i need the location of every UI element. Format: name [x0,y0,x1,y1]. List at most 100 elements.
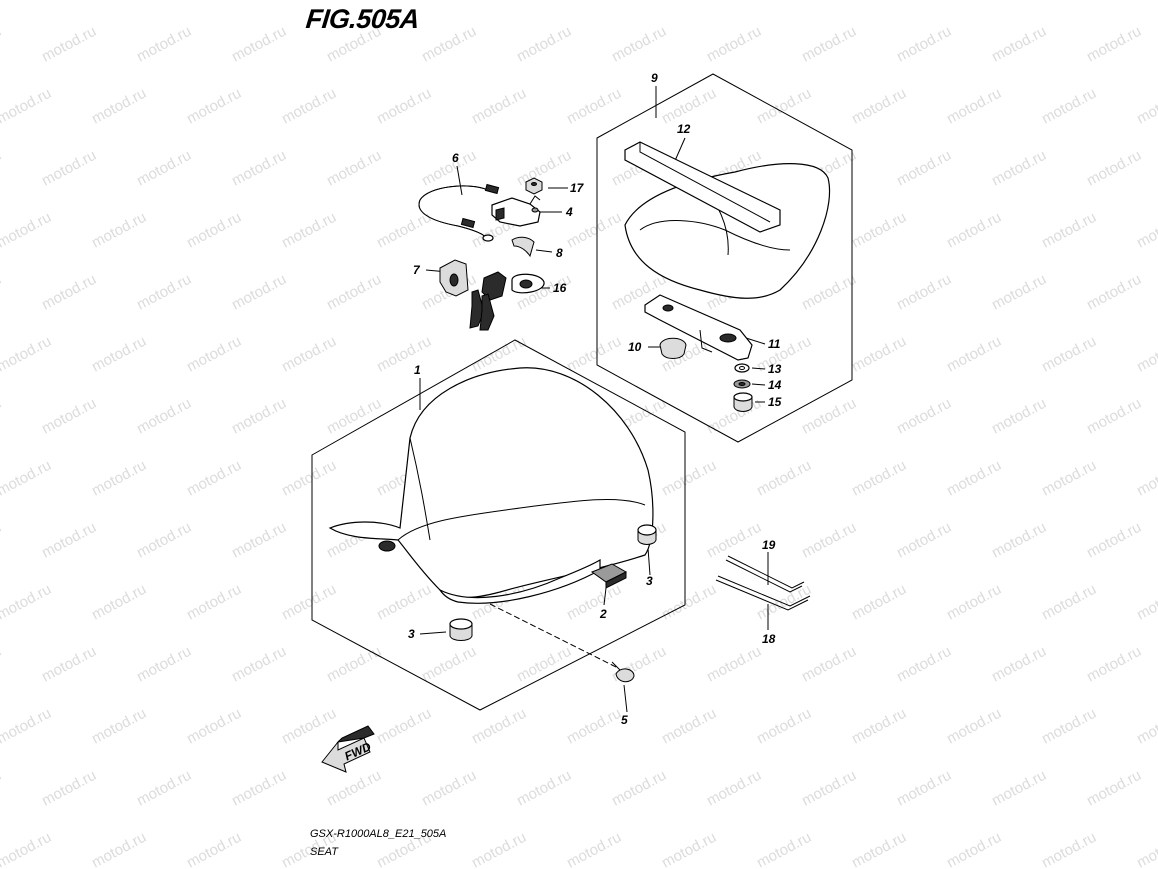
watermark-text: motod.ru [134,23,194,66]
watermark-text: motod.ru [659,581,719,624]
watermark-text: motod.ru [704,23,764,66]
part-12-grab-handle [624,141,781,233]
watermark-text: motod.ru [1084,519,1144,562]
watermark-text: motod.ru [134,643,194,686]
watermark-text: motod.ru [89,209,149,252]
watermark-text: motod.ru [134,395,194,438]
watermark-text: motod.ru [0,581,54,624]
watermark-text: motod.ru [944,209,1004,252]
watermark-text: motod.ru [39,147,99,190]
callout-19: 19 [762,538,776,552]
watermark-text: motod.ru [469,829,529,869]
callout-12: 12 [677,122,691,136]
watermark-text: motod.ru [894,147,954,190]
fwd-label: FWD [342,739,373,763]
watermark-text: motod.ru [279,457,339,500]
part-3-cushion-left [449,618,473,641]
watermark-text: motod.ru [754,0,814,4]
watermark-text: motod.ru [894,395,954,438]
watermark-text: motod.ru [0,147,4,190]
watermark-text: motod.ru [659,457,719,500]
watermark-text: motod.ru [659,705,719,748]
watermark-text: motod.ru [324,23,384,66]
callout-13: 13 [768,362,782,376]
watermark-text: motod.ru [514,23,574,66]
watermark-text: motod.ru [0,23,4,66]
watermark-text: motod.ru [229,767,289,810]
watermark-text: motod.ru [279,85,339,128]
rear-seat-frame [596,73,853,443]
watermark-text: motod.ru [894,767,954,810]
callout-16: 16 [553,281,567,295]
watermark-text: motod.ru [704,519,764,562]
watermark-text: motod.ru [89,705,149,748]
watermark-text: motod.ru [1039,457,1099,500]
part-8-clip [511,236,535,258]
watermark-text: motod.ru [89,457,149,500]
watermark-text: motod.ru [0,829,54,869]
watermark-text: motod.ru [39,23,99,66]
watermark-text: motod.ru [799,767,859,810]
part-5-pin [611,661,635,683]
watermark-text: motod.ru [944,0,1004,4]
watermark-text: motod.ru [1084,147,1144,190]
watermark-text: motod.ru [1134,705,1158,748]
front-seat-frame [311,339,686,711]
watermark-text: motod.ru [849,705,909,748]
watermark-text: motod.ru [1134,209,1158,252]
watermark-text: motod.ru [944,333,1004,376]
callout-14: 14 [768,378,782,392]
callout-1: 1 [414,363,421,377]
callout-3-left: 3 [408,627,415,641]
watermark-text: motod.ru [0,85,54,128]
model-code-caption: GSX-R1000AL8_E21_505A [310,828,447,840]
watermark-text: motod.ru [514,147,574,190]
watermark-text: motod.ru [849,0,909,4]
watermark-text: motod.ru [799,519,859,562]
watermark-text: motod.ru [754,581,814,624]
part-3-cushion-right [637,524,657,545]
watermark-text: motod.ru [39,767,99,810]
watermark-text: motod.ru [324,643,384,686]
watermark-text: motod.ru [89,0,149,4]
watermark-text: motod.ru [279,333,339,376]
watermark-text: motod.ru [564,581,624,624]
watermark-text: motod.ru [989,271,1049,314]
watermark-text: motod.ru [894,271,954,314]
watermark-text: motod.ru [849,209,909,252]
watermark-text: motod.ru [279,705,339,748]
callout-15: 15 [768,395,782,409]
callout-18: 18 [762,632,776,646]
watermark-text: motod.ru [1039,0,1099,4]
watermark-text: motod.ru [0,0,54,4]
watermark-text: motod.ru [0,643,4,686]
part-7-plate [439,259,469,297]
watermark-text: motod.ru [374,333,434,376]
callout-11: 11 [768,337,781,351]
watermark-text: motod.ru [419,767,479,810]
watermark-text: motod.ru [184,0,244,4]
callouts: 1 2 3 3 4 5 6 7 8 9 10 11 12 13 14 15 16… [408,71,782,727]
watermark-text: motod.ru [374,705,434,748]
watermark-text: motod.ru [1039,85,1099,128]
watermark-text: motod.ru [944,85,1004,128]
part-6-cable [418,183,500,242]
callout-17: 17 [570,181,585,195]
figure-name-caption: SEAT [310,846,338,858]
part-10-grommet [659,337,687,359]
watermark-text: motod.ru [469,85,529,128]
part-11-bracket [644,294,753,361]
part-15-nut [733,392,753,412]
watermark-text: motod.ru [39,643,99,686]
part-14-washer [733,379,751,389]
watermark-text: motod.ru [659,0,719,4]
watermark-text: motod.ru [564,85,624,128]
watermark-text: motod.ru [39,519,99,562]
watermark-text: motod.ru [1039,829,1099,869]
watermark-text: motod.ru [279,209,339,252]
watermark-text: motod.ru [324,271,384,314]
watermark-text: motod.ru [704,767,764,810]
watermark-text: motod.ru [324,767,384,810]
watermark-text: motod.ru [609,23,669,66]
watermark-text: motod.ru [374,0,434,4]
